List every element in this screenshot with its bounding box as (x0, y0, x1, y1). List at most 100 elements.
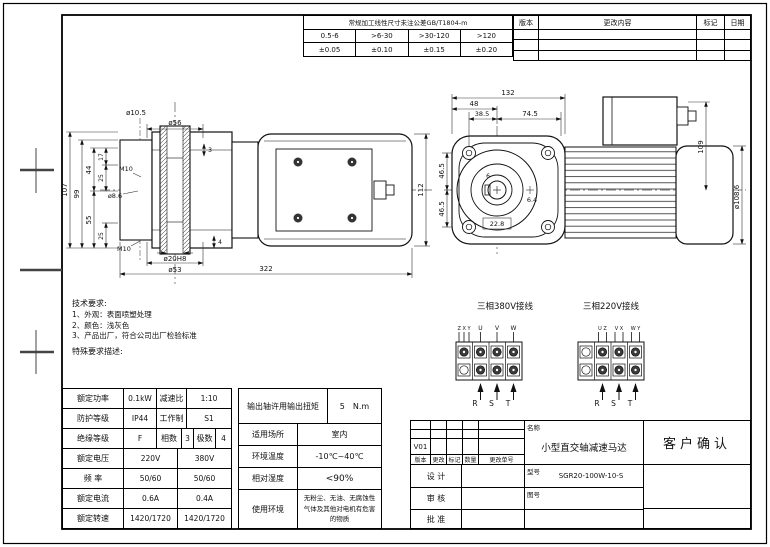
dim-phi108-6: ø108.6 (733, 184, 741, 209)
rev-empty-cell (514, 40, 538, 49)
env-value-cell: 无粉尘、无油、无腐蚀性气体及其他对电机有危害的物质 (297, 490, 381, 528)
blank-cell (644, 465, 750, 509)
env-value: <90% (297, 468, 381, 489)
dim-22-8: 22.8 (490, 220, 504, 228)
spec-label: 工作制 (156, 409, 186, 428)
terminal-label-uz: U Z (598, 326, 607, 332)
dim-key-6: 6 (486, 173, 490, 180)
side-view-drawing: ø10.5 ø56 3 107 99 44 55 17 25 25 M10 ø8… (61, 102, 432, 284)
spec-label: 额定功率 (77, 394, 109, 403)
spec-value: 4 (215, 429, 231, 448)
tol-range-3: >30-120 (407, 29, 460, 43)
phase-s-380: S (489, 399, 494, 408)
dim-25b: 25 (98, 232, 105, 240)
env-value: -10℃~40℃ (297, 446, 381, 467)
check-signature-cell (462, 488, 524, 509)
rev-header-date: 日期 (724, 16, 750, 29)
blank-cell (644, 509, 750, 528)
dim-m10-top: M10 (119, 165, 133, 173)
shaft-boss (456, 149, 538, 231)
model-number: SGR20-100W-10-S (558, 472, 624, 480)
spec-table: 额定功率 0.1kW 减速比 1:10 防护等级 IP44 工作制 S1 绝缘等… (62, 388, 232, 529)
spec-label: 额定电流 (77, 494, 109, 503)
rev-empty-cell (538, 50, 696, 60)
dim-25a: 25 (98, 174, 105, 182)
spec-label: 绝缘等级 (77, 434, 109, 443)
rev-empty-cell (538, 30, 696, 40)
model-cell: 型号 SGR20-100W-10-S (525, 465, 643, 488)
rev-header-version: 版本 (519, 18, 533, 27)
rev-col-header-order: 更改单号 (489, 457, 514, 464)
torque-value-cell: 5 N.m (327, 389, 381, 423)
spec-value: 0.6A (123, 489, 177, 508)
blank-cell (525, 510, 643, 528)
tolerance-table-title: 常规加工线性尺寸未注公差GB/T1804-m (348, 19, 468, 28)
dim-74-5: 74.5 (522, 110, 538, 118)
spec-label: 防护等级 (77, 414, 109, 423)
dim-phi8-6: ø8.6 (108, 192, 122, 200)
dim-46-5-top: 46.5 (438, 163, 446, 179)
part-name: 小型直交轴减速马达 (541, 442, 627, 454)
dim-m10-bottom: M10 (117, 245, 131, 253)
wiring-220v-title: 三相220V接线 (583, 301, 640, 312)
spec-label: 相数 (156, 429, 181, 448)
spec-label: 减速比 (156, 389, 186, 408)
approve-signature-cell (462, 510, 524, 528)
dim-48: 48 (470, 100, 479, 108)
dim-112: 112 (417, 183, 425, 196)
spec-value: 0.4A (177, 489, 231, 508)
rev-empty-cell (724, 30, 750, 40)
terminal-label-vx: V X (615, 326, 624, 332)
flange-bolt-holes (462, 146, 555, 234)
phase-t-380: T (505, 399, 511, 408)
title-block-left-column: V01 版本 更改 标记 数量 更改单号 (411, 421, 524, 528)
tol-value-2: ±0.10 (355, 43, 407, 57)
dim-46-5-bottom: 46.5 (438, 201, 446, 217)
dim-6-4: 6.4 (527, 196, 537, 204)
title-block: V01 版本 更改 标记 数量 更改单号 (410, 420, 751, 529)
motor-end-bell (675, 145, 734, 245)
rev-empty-cell (696, 50, 724, 60)
front-view-drawing: 132 48 38.5 74.5 46.5 46.5 6 6.4 22.8 10… (438, 89, 746, 254)
design-row: 设 计 (411, 465, 524, 488)
rev-empty-cell (696, 30, 724, 40)
name-label: 名称 (527, 424, 540, 432)
spec-value: 3 (181, 429, 193, 448)
tech-note-3: 3、产品出厂，符合公司出厂检验标准 (72, 331, 197, 340)
version-code: V01 (411, 439, 430, 455)
env-value: 室内 (297, 424, 381, 445)
title-block-right-column: 客户确认 (643, 421, 750, 528)
rev-header-mark: 标记 (696, 16, 724, 29)
terminal-label-u: U (478, 325, 482, 332)
tol-value-4: ±0.20 (459, 43, 512, 57)
spec-value: 1420/1720 (177, 509, 231, 528)
special-requirements-label: 特殊要求描述: (72, 346, 123, 356)
rev-empty-cell (538, 40, 696, 50)
phase-t-220: T (627, 399, 633, 408)
spec-value: IP44 (123, 409, 156, 428)
design-signature-cell (462, 465, 524, 487)
terminal-label-zxy: Z X Y (457, 326, 471, 332)
spec-value: 1420/1720 (123, 509, 177, 528)
tech-note-2: 2、颜色：浅灰色 (72, 320, 130, 330)
terminal-box (602, 96, 678, 146)
revision-strip: V01 版本 更改 标记 数量 更改单号 (411, 421, 524, 465)
env-label: 环境温度 (252, 452, 284, 461)
customer-confirm: 客户确认 (644, 421, 750, 465)
dim-322: 322 (259, 265, 272, 273)
tol-value-1: ±0.05 (318, 45, 341, 54)
environment-table: 输出轴许用输出扭矩 5 N.m 适用场所 室内 环境温度 -10℃~40℃ 相对… (238, 388, 382, 529)
dim-phi20h8: ø20H8 (164, 255, 187, 263)
revision-table: 版本 更改内容 标记 日期 (513, 15, 751, 61)
spec-value: 50/60 (123, 469, 177, 488)
rev-col-header-version: 版本 (414, 457, 427, 464)
dim-phi56: ø56 (168, 119, 182, 127)
model-label: 型号 (527, 468, 540, 476)
wiring-220v-diagram: 三相220V接线 U Z V X W Y R S T (577, 301, 645, 408)
tol-range-2: >6-30 (355, 29, 407, 43)
spec-value: 0.1kW (123, 389, 156, 408)
spec-value: 50/60 (177, 469, 231, 488)
spec-label: 极数 (193, 429, 215, 448)
motor-bolts (293, 157, 357, 223)
